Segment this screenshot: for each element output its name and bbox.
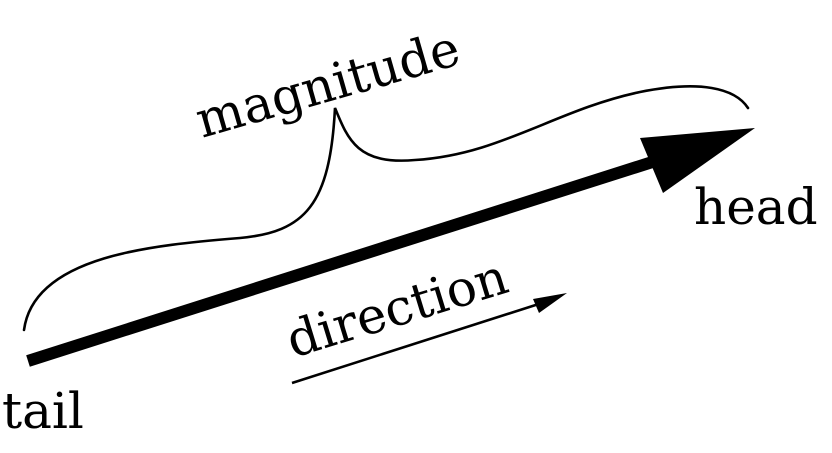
direction-line xyxy=(291,300,546,385)
vector-arrowhead xyxy=(640,128,755,193)
direction-arrowhead xyxy=(533,293,567,313)
vector-shaft xyxy=(26,151,670,367)
tail-label: tail xyxy=(2,382,84,440)
head-label: head xyxy=(694,178,818,236)
magnitude-brace xyxy=(22,85,750,332)
magnitude-label: magnitude xyxy=(189,19,466,150)
